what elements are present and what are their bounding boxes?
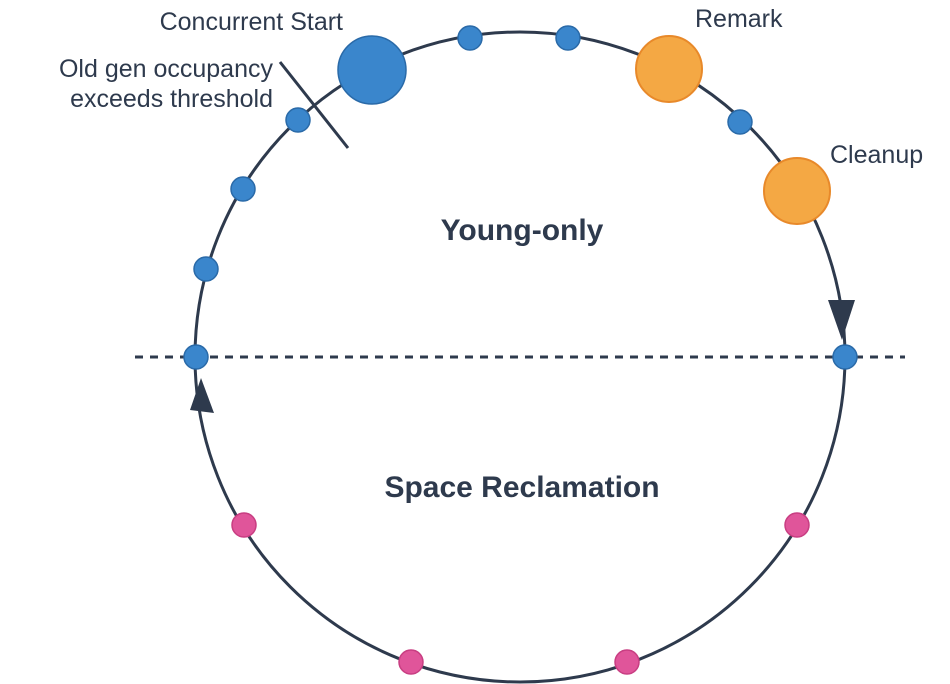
concurrent-start-event (337, 35, 407, 105)
mixed-gc-events (231, 512, 810, 675)
direction-arrowheads (190, 300, 855, 413)
blue-dot-icon (727, 109, 753, 135)
pink-dot-icon (231, 512, 257, 538)
arrowhead-icon (190, 378, 214, 413)
threshold-label-line2: exceeds threshold (70, 85, 273, 113)
blue-dot-icon (832, 344, 858, 370)
remark-label: Remark (695, 5, 783, 33)
cleanup-pause-event (763, 157, 831, 225)
blue-dot-icon (193, 256, 219, 282)
blue-dot-icon (230, 176, 256, 202)
remark-pause-event (635, 35, 703, 103)
blue-dot-icon (183, 344, 209, 370)
blue-dot-icon (457, 25, 483, 51)
pink-dot-icon (614, 649, 640, 675)
pink-dot-icon (398, 649, 424, 675)
young-gc-events (183, 25, 858, 370)
blue-dot-icon (285, 107, 311, 133)
pink-dot-icon (784, 512, 810, 538)
cleanup-label: Cleanup (830, 141, 923, 169)
young-only-phase-label: Young-only (441, 214, 604, 247)
blue-dot-icon (555, 25, 581, 51)
arrowhead-icon (828, 300, 855, 340)
threshold-marker-line (278, 61, 350, 149)
space-reclamation-phase-label: Space Reclamation (384, 471, 659, 504)
concurrent-start-label: Concurrent Start (160, 8, 343, 36)
threshold-label-line1: Old gen occupancy (59, 55, 274, 83)
